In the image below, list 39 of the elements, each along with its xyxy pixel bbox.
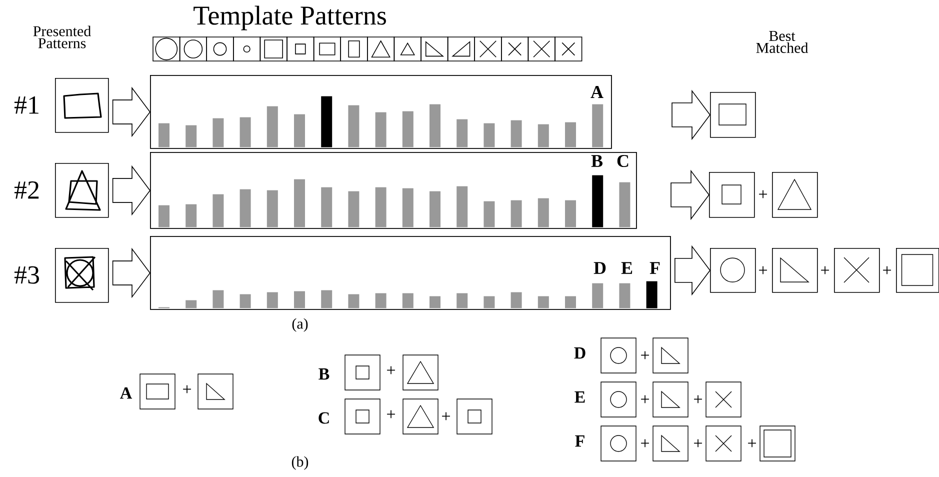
row-number: #3 — [14, 266, 39, 284]
block-arrow — [672, 90, 711, 140]
plus-sign: + — [759, 190, 767, 198]
column-heading: Best Matched — [756, 31, 808, 53]
row-letter: D — [574, 347, 586, 359]
row-letter: F — [575, 435, 584, 447]
block-arrow — [112, 248, 150, 298]
plus-sign: + — [759, 266, 767, 274]
plus-sign: + — [442, 412, 450, 420]
row-letter: C — [318, 412, 329, 424]
plus-sign: + — [387, 410, 395, 418]
row-number: #2 — [14, 181, 39, 199]
block-arrow — [674, 245, 711, 296]
plus-sign: + — [641, 439, 649, 448]
bar-letter: F — [650, 262, 660, 274]
plus-sign: + — [694, 439, 702, 448]
plus-sign: + — [183, 385, 191, 394]
row-letter: B — [318, 368, 330, 380]
column-heading: Presented Patterns — [33, 26, 91, 48]
bar-letter: E — [621, 262, 632, 274]
heading: Template Patterns — [194, 6, 386, 30]
plus-sign: + — [748, 439, 756, 448]
row-number: #1 — [14, 96, 38, 114]
row-letter: E — [574, 391, 585, 403]
plus-sign: + — [694, 395, 702, 404]
bar-letter: C — [617, 154, 628, 168]
block-arrow — [112, 86, 150, 138]
bar-letter: B — [591, 155, 603, 167]
block-arrow — [112, 165, 150, 216]
plus-sign: + — [883, 266, 891, 274]
bar-letter: A — [590, 86, 604, 98]
bar-letter: D — [594, 262, 606, 274]
plus-sign: + — [641, 351, 649, 360]
plus-sign: + — [641, 395, 649, 404]
panel-label: (b) — [292, 456, 308, 470]
plus-sign: + — [387, 366, 395, 374]
plus-sign: + — [821, 266, 829, 274]
row-letter: A — [120, 387, 132, 399]
block-arrow — [670, 170, 710, 220]
